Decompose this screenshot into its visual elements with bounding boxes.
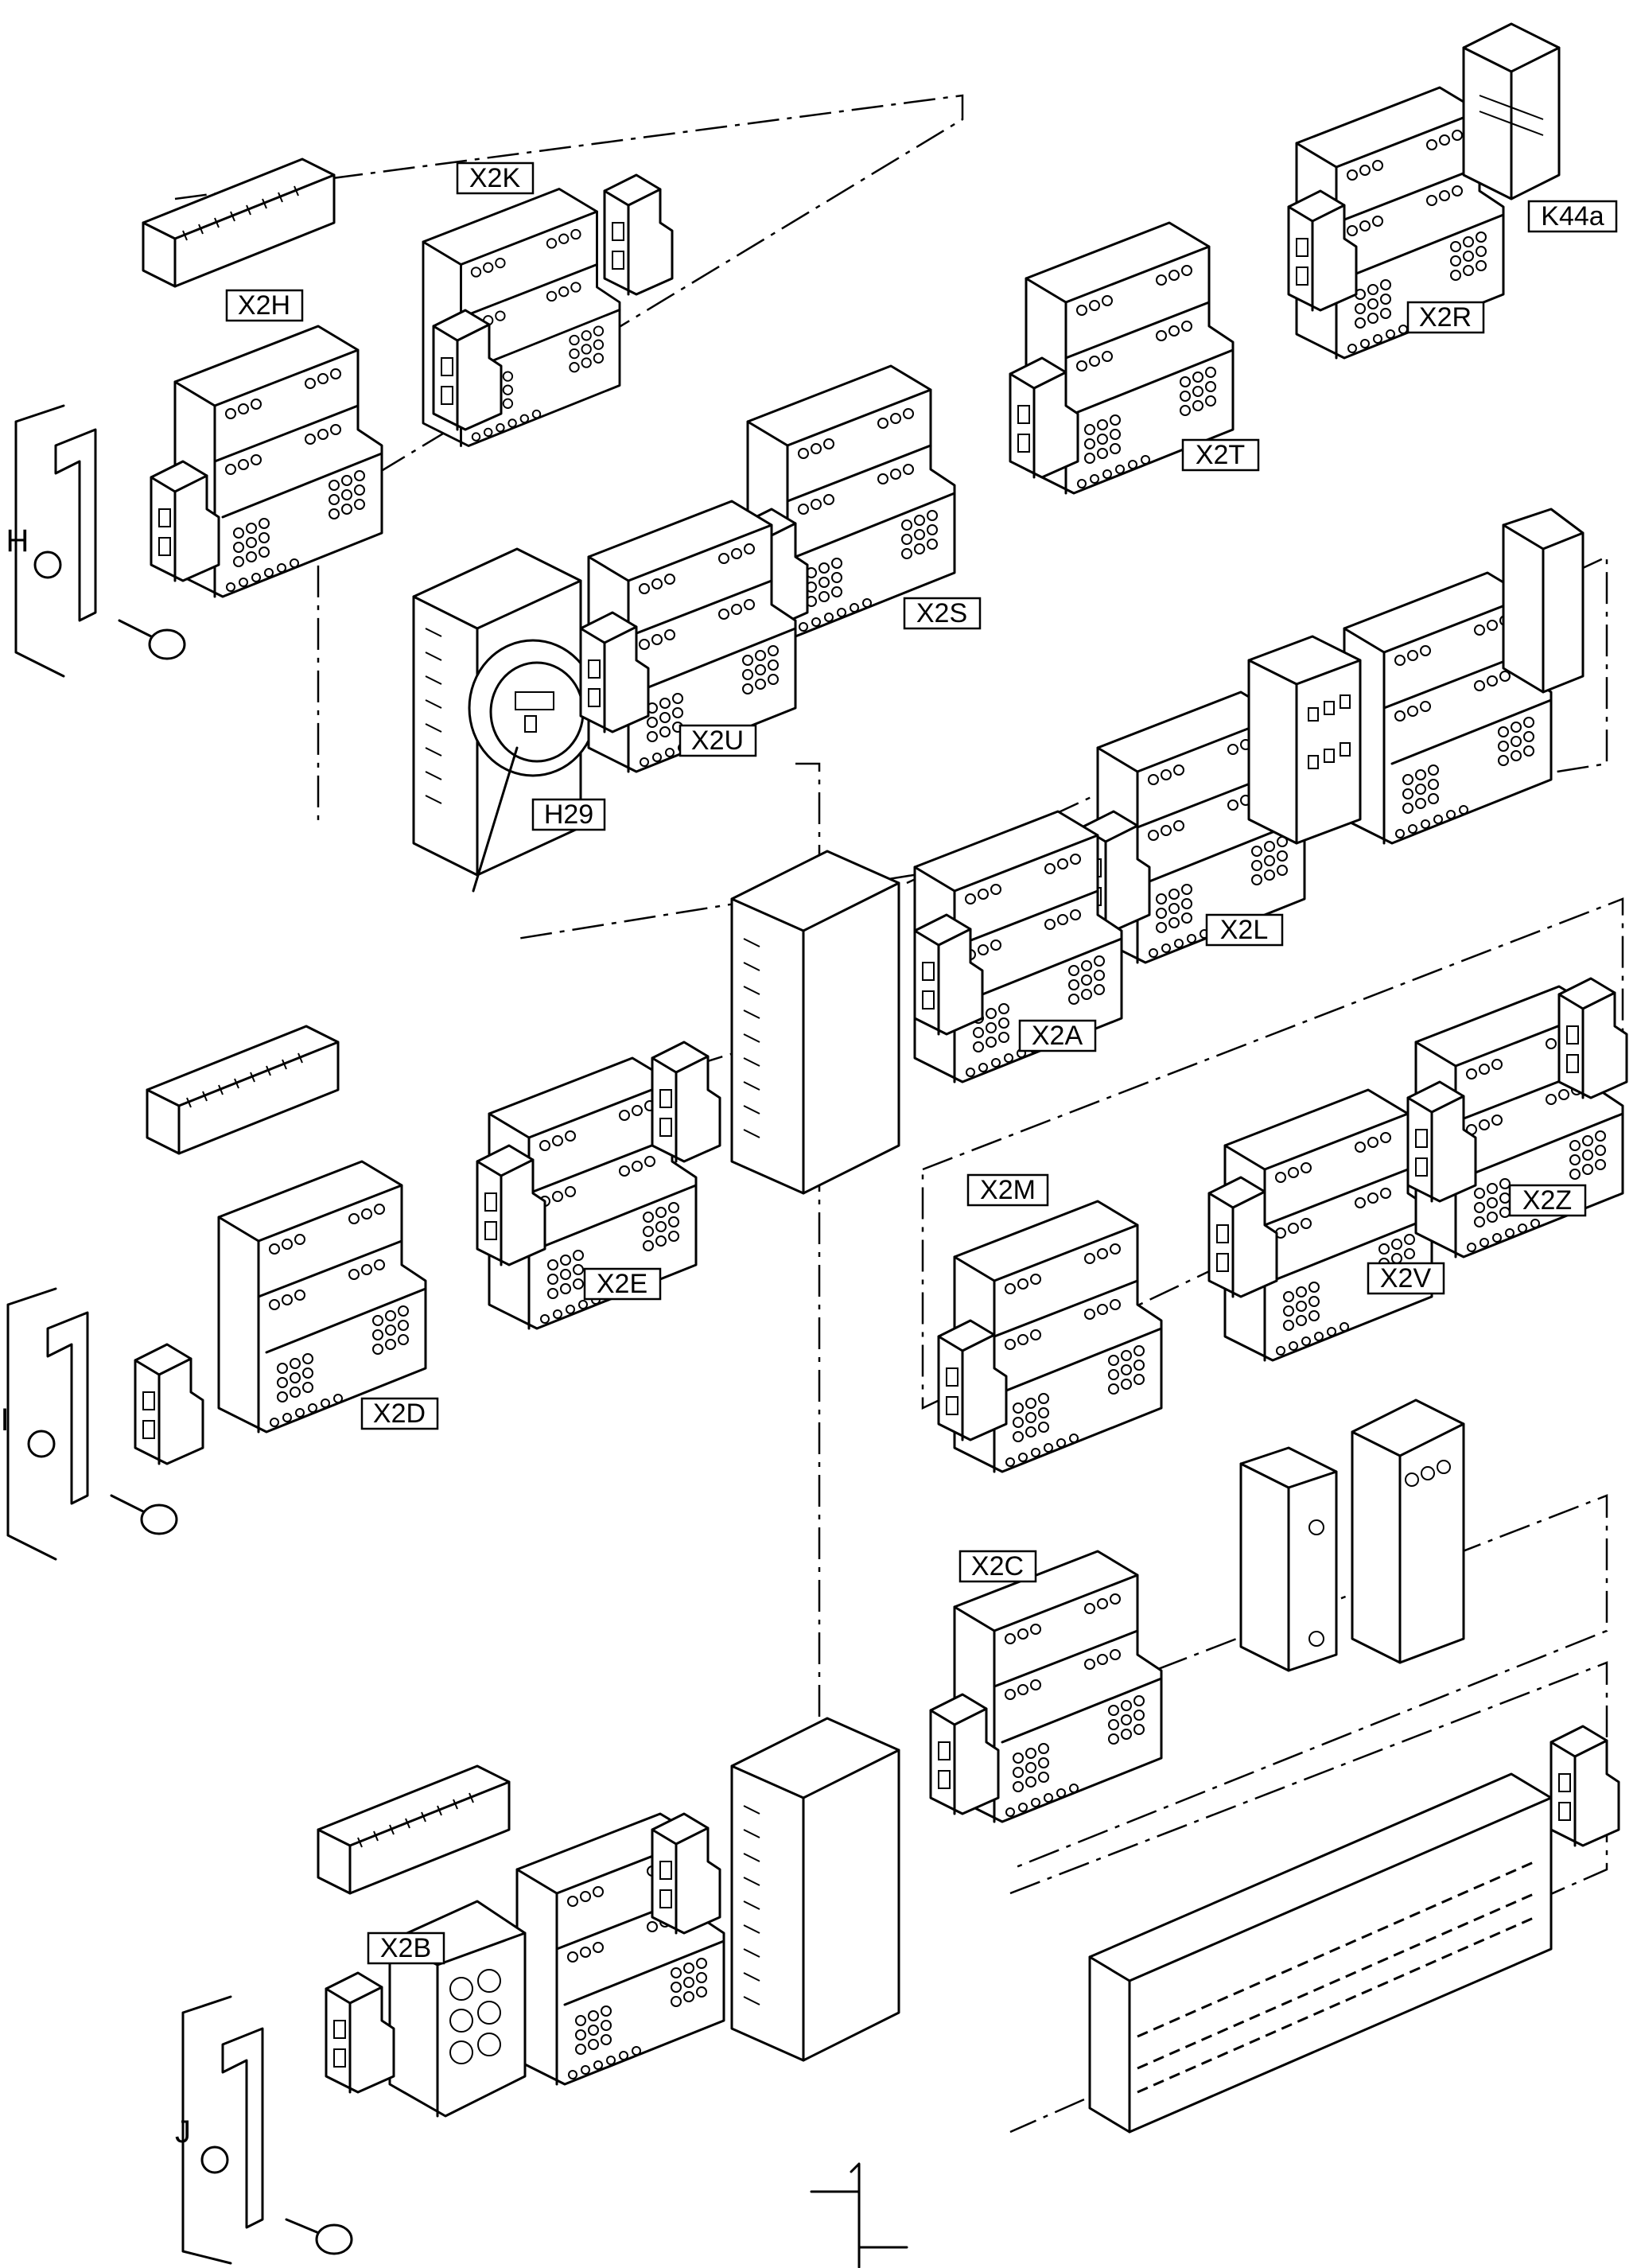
label-x2s: X2S bbox=[903, 597, 982, 630]
label-x2t: X2T bbox=[1181, 438, 1260, 472]
svg-text:X2Z: X2Z bbox=[1522, 1185, 1572, 1216]
label-x2b: X2B bbox=[367, 1931, 445, 1965]
terminal-block-x2d bbox=[217, 1160, 427, 1434]
label-x2d: X2D bbox=[360, 1397, 439, 1430]
end-clamp-x2z-b bbox=[1557, 977, 1628, 1099]
label-x2r: X2R bbox=[1406, 301, 1485, 334]
ground-symbol bbox=[810, 2162, 908, 2268]
end-clamp-long bbox=[1550, 1725, 1620, 1847]
label-x2z: X2Z bbox=[1508, 1184, 1587, 1217]
svg-text:X2B: X2B bbox=[380, 1933, 431, 1963]
vertical-duct-lower bbox=[730, 1717, 900, 2062]
cable-duct-top bbox=[142, 158, 336, 288]
mounting-bracket-i bbox=[6, 1287, 178, 1561]
svg-text:X2E: X2E bbox=[597, 1269, 647, 1299]
svg-text:X2L: X2L bbox=[1220, 915, 1269, 945]
mounting-bracket-h bbox=[14, 404, 186, 678]
svg-text:X2R: X2R bbox=[1419, 302, 1472, 333]
label-x2c: X2C bbox=[958, 1550, 1037, 1583]
mounting-bracket-j bbox=[181, 1995, 353, 2265]
end-clamp-j bbox=[325, 1971, 395, 2094]
label-x2h: X2H bbox=[225, 289, 304, 322]
label-h29: H29 bbox=[531, 798, 606, 831]
end-clamp-x2b bbox=[651, 1812, 721, 1935]
display-housing-h29 bbox=[412, 547, 598, 893]
fuse-block-upper bbox=[1247, 635, 1362, 845]
dashdot-enclosure-right-mid bbox=[921, 897, 1624, 1410]
letter-h: H bbox=[6, 523, 29, 558]
vertical-duct-upper bbox=[730, 850, 900, 1195]
label-x2m: X2M bbox=[966, 1173, 1049, 1207]
end-plate-upper bbox=[1502, 508, 1585, 694]
svg-text:H29: H29 bbox=[544, 799, 593, 830]
svg-text:X2M: X2M bbox=[980, 1175, 1036, 1205]
svg-text:X2H: X2H bbox=[238, 290, 290, 321]
end-clamp-x2d bbox=[134, 1343, 204, 1465]
label-x2l: X2L bbox=[1205, 913, 1284, 947]
svg-text:X2D: X2D bbox=[373, 1399, 426, 1429]
cable-duct-middle bbox=[146, 1025, 340, 1155]
fuse-block-lower-b bbox=[1351, 1399, 1465, 1664]
cable-duct-bottom bbox=[317, 1764, 511, 1895]
long-terminal-block bbox=[1088, 1772, 1553, 2134]
relay-k44a bbox=[1462, 22, 1561, 200]
label-x2v: X2V bbox=[1367, 1262, 1445, 1295]
label-x2u: X2U bbox=[679, 724, 757, 757]
svg-text:X2A: X2A bbox=[1032, 1021, 1083, 1051]
svg-text:X2S: X2S bbox=[916, 598, 967, 628]
svg-text:X2C: X2C bbox=[971, 1551, 1024, 1581]
letter-j: J bbox=[175, 2114, 191, 2149]
svg-text:X2V: X2V bbox=[1380, 1263, 1432, 1293]
label-x2k: X2K bbox=[456, 161, 535, 195]
letter-i: I bbox=[0, 1402, 9, 1437]
svg-text:X2T: X2T bbox=[1196, 440, 1245, 470]
dashdot-line-top bbox=[174, 94, 964, 827]
label-k44a: K44a bbox=[1527, 200, 1618, 233]
label-x2a: X2A bbox=[1018, 1019, 1097, 1052]
svg-text:X2K: X2K bbox=[469, 163, 521, 193]
fuse-block-lower-a bbox=[1239, 1446, 1338, 1672]
dashdot-line-mid bbox=[795, 762, 821, 1830]
svg-text:X2U: X2U bbox=[691, 726, 744, 756]
label-x2e: X2E bbox=[583, 1267, 662, 1301]
svg-text:K44a: K44a bbox=[1541, 201, 1604, 231]
end-clamp-x2k-b bbox=[603, 173, 674, 296]
